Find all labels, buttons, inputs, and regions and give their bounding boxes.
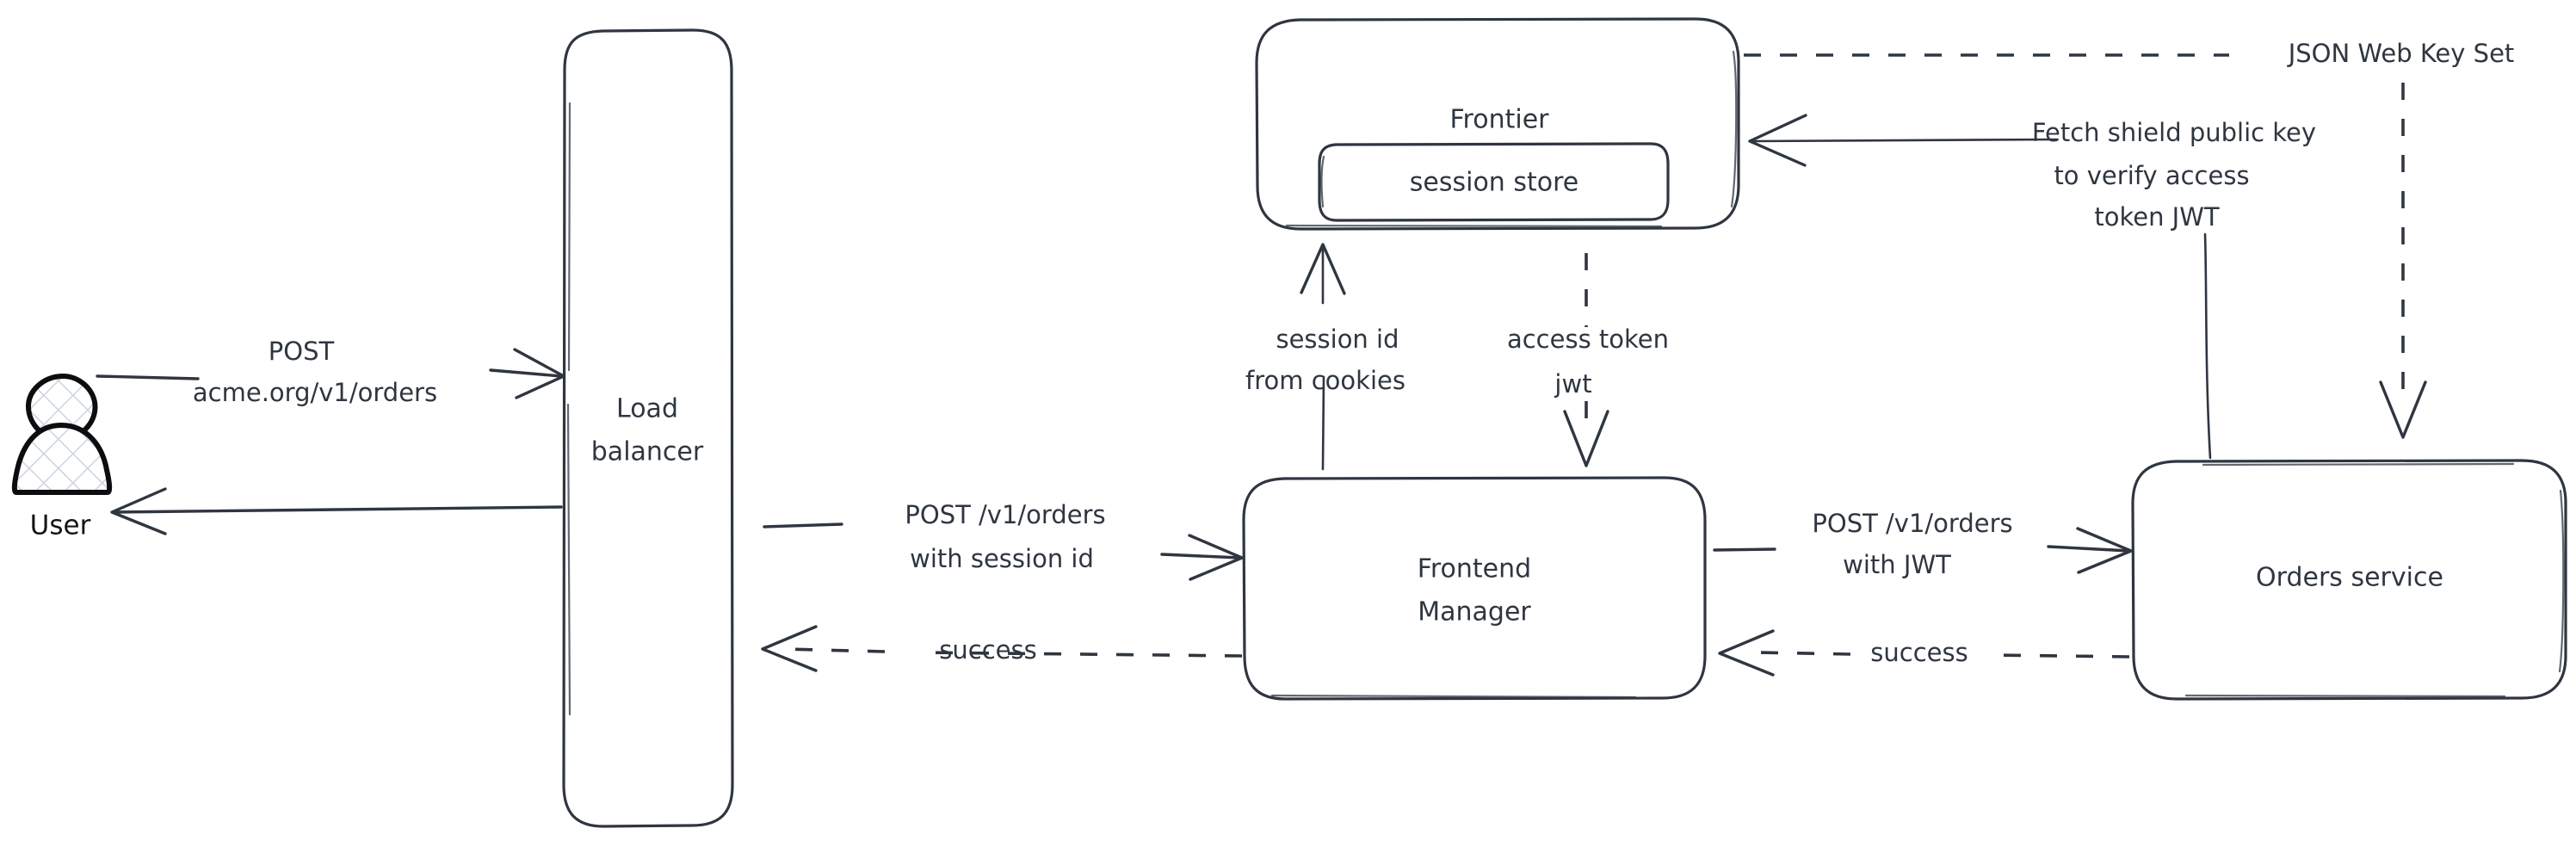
frontend-manager-box	[1242, 476, 1707, 701]
edge-frontier-to-fm-arrowhead-icon	[1563, 410, 1609, 467]
session-store-label: session store	[1410, 168, 1578, 198]
edge-orders-to-fm-arrowhead-icon	[1718, 629, 1775, 677]
edge-orders-service-to-frontier: Fetch shield public key to verify access…	[1748, 114, 2316, 460]
edge-user-to-lb-label-line2: acme.org/v1/orders	[193, 378, 437, 407]
session-store-box-sketch-stroke	[1320, 155, 1325, 208]
edge-orders-to-fm-label: success	[1870, 638, 1968, 667]
edge-fm-to-lb-arrowhead-icon	[761, 625, 818, 672]
edge-frontend-manager-to-load-balancer: success	[761, 625, 1243, 672]
edge-frontier-to-orders-arrowhead-icon	[2379, 380, 2427, 439]
node-load-balancer[interactable]: Load balancer	[562, 28, 734, 828]
edge-fm-to-lb-label: success	[939, 635, 1036, 665]
edge-fm-to-frontier-label-line2: from cookies	[1245, 366, 1405, 395]
edge-orders-to-fm-dash-left	[1757, 651, 1851, 656]
edge-user-to-lb-stub	[96, 374, 200, 380]
edge-load-balancer-to-user	[110, 487, 563, 535]
edge-frontier-to-fm-label-line1: access token	[1507, 325, 1669, 354]
edge-user-to-lb-arrowhead-icon	[513, 348, 565, 399]
edge-frontend-manager-to-orders-service: POST /v1/orders with JWT	[1713, 509, 2133, 579]
node-frontend-manager[interactable]: Frontend Manager	[1242, 476, 1707, 701]
edge-fm-to-orders-arrowhead-icon	[2076, 527, 2133, 574]
node-frontier[interactable]: Frontier session store	[1255, 17, 1740, 231]
edge-lb-to-fm-label-line1: POST /v1/orders	[905, 500, 1105, 529]
edge-frontier-to-orders-service: JSON Web Key Set	[1744, 39, 2515, 439]
edge-fm-to-frontier-label-line1: session id	[1276, 325, 1399, 354]
edge-lb-to-fm-stub	[763, 522, 843, 529]
edge-user-to-load-balancer: POST acme.org/v1/orders	[96, 337, 565, 407]
edge-fm-to-frontier-arrowhead-icon	[1300, 243, 1346, 295]
orders-service-box-sketch-stroke	[2184, 462, 2565, 698]
node-session-store[interactable]: session store	[1318, 142, 1670, 222]
edge-orders-to-frontier-vertical	[2203, 232, 2212, 460]
node-orders-service[interactable]: Orders service	[2131, 459, 2567, 701]
edge-lb-to-user-line	[112, 505, 563, 514]
user-body-icon	[11, 423, 113, 495]
frontend-manager-box-sketch-stroke	[1270, 694, 1637, 699]
edge-lb-to-fm-arrowhead-icon	[1188, 534, 1244, 581]
frontend-manager-label-line1: Frontend	[1418, 554, 1531, 584]
edge-orders-to-frontier-arrowhead-icon	[1748, 114, 1807, 167]
edge-orders-to-frontier-label-line3: token JWT	[2094, 202, 2220, 232]
edge-lb-to-user-arrowhead-icon	[110, 487, 167, 535]
edge-orders-to-frontier-label-line2: to verify access	[2054, 161, 2249, 190]
edge-orders-to-fm-dash-right	[1989, 653, 2130, 658]
edge-frontier-to-frontend-manager: access token jwt	[1507, 253, 1669, 467]
edge-fm-to-orders-label-line2: with JWT	[1843, 550, 1951, 579]
edge-fm-to-orders-label-line1: POST /v1/orders	[1812, 509, 2012, 538]
edge-orders-to-frontier-label-line1: Fetch shield public key	[2032, 118, 2316, 147]
edge-frontend-manager-to-frontier: session id from cookies	[1245, 243, 1405, 471]
load-balancer-label-line2: balancer	[591, 437, 704, 467]
edge-fm-to-orders-stub	[1713, 547, 1776, 552]
load-balancer-box-sketch-stroke	[566, 102, 571, 716]
frontier-box-sketch-stroke	[1285, 50, 1738, 228]
edge-fm-to-frontier-line-lower	[1321, 375, 1325, 471]
edge-user-to-lb-line	[489, 368, 563, 378]
session-store-box	[1318, 142, 1670, 222]
load-balancer-label-line1: Load	[616, 394, 678, 424]
edge-fm-to-orders-line	[2047, 545, 2131, 553]
edge-orders-service-to-frontend-manager: success	[1718, 629, 2130, 677]
orders-service-box	[2131, 459, 2567, 701]
edge-orders-to-frontier-horizontal	[1752, 138, 2059, 143]
edge-frontier-to-orders-label: JSON Web Key Set	[2287, 39, 2515, 68]
edge-user-to-lb-label-line1: POST	[269, 337, 335, 366]
edge-fm-to-lb-dash-left	[784, 647, 886, 653]
node-user[interactable]: User	[11, 374, 113, 541]
frontend-manager-label-line2: Manager	[1418, 597, 1531, 628]
frontier-label: Frontier	[1449, 105, 1549, 135]
edge-lb-to-fm-line	[1160, 553, 1241, 560]
orders-service-label: Orders service	[2256, 563, 2443, 593]
edge-fm-to-lb-dash-right	[922, 651, 1243, 658]
edge-lb-to-fm-label-line2: with session id	[910, 544, 1094, 573]
edge-load-balancer-to-frontend-manager: POST /v1/orders with session id	[763, 500, 1244, 581]
load-balancer-box	[562, 28, 734, 828]
user-actor-label: User	[30, 510, 91, 541]
edge-frontier-to-fm-label-line2: jwt	[1554, 369, 1591, 399]
